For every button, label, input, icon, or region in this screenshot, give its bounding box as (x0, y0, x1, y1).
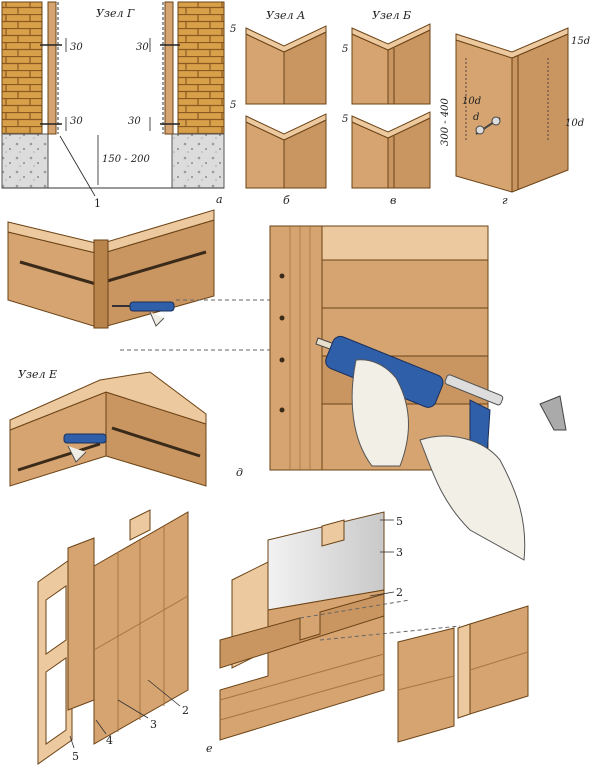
corner-joint-bottom (351, 111, 431, 189)
panel-letter-d: д (236, 466, 243, 479)
dim-5: 5 (230, 100, 236, 111)
dim-150-200: 150 - 200 (102, 154, 151, 165)
callout-3: 3 (396, 546, 403, 559)
hand-icon (351, 359, 526, 561)
brick-wall-right (177, 1, 225, 135)
panel-letter-e: е (206, 742, 213, 755)
corner-assembly-bottom (9, 371, 207, 487)
panel-letter-v: в (390, 194, 396, 207)
board-detail (397, 605, 529, 743)
callout-2: 2 (182, 704, 189, 717)
foundation-right (171, 133, 225, 189)
corner-assembly-top (7, 209, 215, 329)
wall-assembly-left (37, 509, 189, 765)
callout-3: 3 (150, 718, 157, 731)
dim-10d: 10d (565, 118, 584, 129)
label-uzel-g: Узел Г (96, 7, 135, 20)
dim-5: 5 (342, 114, 348, 125)
dim-30: 30 (70, 116, 83, 127)
callout-4: 4 (106, 734, 113, 747)
siding-board-right (164, 1, 174, 135)
dim-5: 5 (230, 24, 236, 35)
zoomed-siding-panel (269, 225, 567, 561)
dim-15d: 15d (571, 36, 590, 47)
wall-assembly-right (219, 511, 461, 741)
corner-joint-bottom (245, 113, 327, 189)
dim-d: d (473, 112, 479, 123)
panel-v-corner-joints: Узел Б 5 5 в (342, 9, 431, 207)
panel-b-corner-joints: Узел А 5 5 б (230, 9, 327, 207)
label-uzel-b: Узел Б (372, 9, 411, 22)
corner-joint-top (351, 23, 431, 105)
panel-letter-a: а (216, 193, 223, 206)
panel-d-sealing: Узел Е (7, 209, 567, 561)
callout-5: 5 (72, 750, 79, 763)
dim-300-400: 300 - 400 (440, 97, 451, 146)
label-uzel-e: Узел Е (18, 368, 57, 381)
dim-5: 5 (342, 44, 348, 55)
panel-letter-b: б (283, 194, 290, 207)
callout-5: 5 (396, 515, 403, 528)
callout-1: 1 (94, 197, 101, 210)
panel-g-nailing-detail: 15d 10d d 10d 300 - 400 г (440, 27, 590, 207)
foundation-left (1, 133, 49, 189)
caulking-gun-icon (63, 433, 107, 463)
brick-wall-left (1, 1, 43, 135)
panel-e-sheathing: 2 3 4 5 е 5 3 2 (37, 509, 529, 765)
panel-a-wall-section: Узел Г 30 30 30 30 150 - 200 1 а (1, 1, 225, 210)
corner-board-left (455, 39, 513, 193)
dim-30: 30 (70, 42, 83, 53)
label-uzel-a: Узел А (266, 9, 305, 22)
dim-30: 30 (136, 42, 149, 53)
corner-joint-top (245, 25, 327, 105)
siding-board-left (47, 1, 57, 135)
callout-2: 2 (396, 586, 403, 599)
caulking-gun-icon (112, 301, 175, 327)
dim-30: 30 (128, 116, 141, 127)
panel-letter-g: г (502, 194, 508, 207)
dim-10d: 10d (462, 96, 481, 107)
nail-icon (40, 44, 180, 125)
nail-icon (475, 116, 501, 135)
corner-board-right (511, 33, 569, 193)
